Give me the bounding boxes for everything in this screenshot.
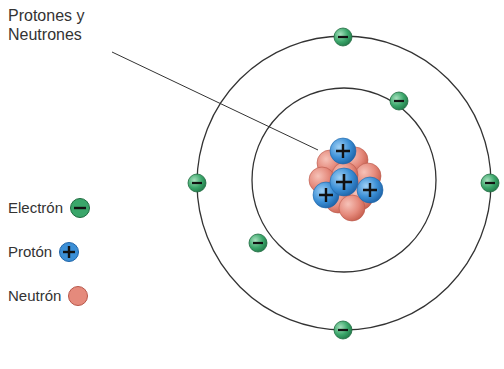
outer-orbit	[197, 36, 491, 330]
legend-text: Protón	[8, 243, 52, 261]
leader-line	[112, 52, 318, 150]
legend-swatch	[67, 285, 89, 307]
legend-text: Electrón	[8, 199, 63, 217]
legend-swatch	[69, 197, 91, 219]
electrons	[188, 28, 499, 339]
legend-swatch	[58, 241, 80, 263]
inner-orbit	[252, 88, 436, 272]
part-label: Protones y Neutrones	[8, 6, 108, 44]
protons	[313, 138, 383, 208]
legend-text: Neutrón	[8, 287, 61, 305]
